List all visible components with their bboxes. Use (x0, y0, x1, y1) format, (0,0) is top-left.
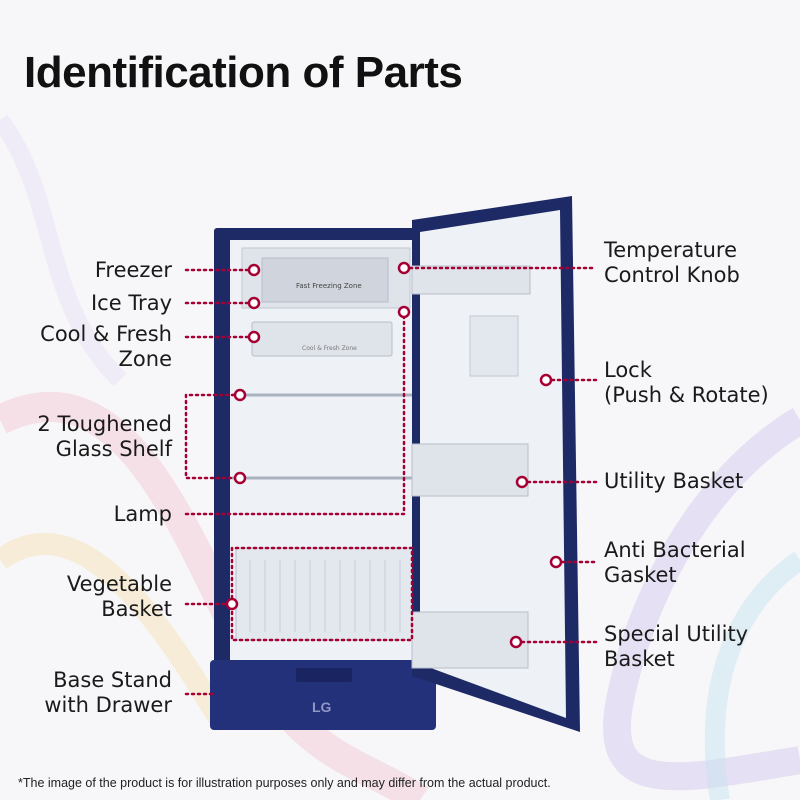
disclaimer: *The image of the product is for illustr… (18, 776, 551, 790)
freezer-marker (247, 263, 261, 277)
cool-fresh-zone-text: Cool & Fresh Zone (302, 345, 357, 352)
label-utility-basket: Utility Basket (604, 469, 744, 493)
page-title: Identification of Parts (24, 48, 463, 97)
door-basket-bottom (411, 611, 529, 669)
label-base-stand: Base Stand with Drawer (44, 668, 172, 717)
label-lamp: Lamp (113, 502, 172, 526)
ice-tray-marker (247, 296, 261, 310)
door-basket-middle (411, 443, 529, 497)
vegetable-basket-marker (225, 597, 239, 611)
lamp-marker (397, 305, 411, 319)
label-lock: Lock (Push & Rotate) (604, 358, 769, 407)
label-freezer: Freezer (94, 258, 172, 282)
special-utility-marker (509, 635, 523, 649)
lamp-leader (184, 310, 406, 516)
utility-basket-marker (515, 475, 529, 489)
label-glass-shelf: 2 Toughened Glass Shelf (37, 412, 172, 461)
label-temperature-knob: Temperature Control Knob (604, 238, 740, 287)
water-dispenser-panel (469, 315, 519, 377)
lock-marker (539, 373, 553, 387)
label-cool-fresh-zone: Cool & Fresh Zone (40, 322, 172, 371)
glass-shelf-marker-1 (233, 388, 247, 402)
label-special-utility-basket: Special Utility Basket (604, 622, 749, 671)
label-ice-tray: Ice Tray (90, 291, 172, 315)
anti-bacterial-marker (549, 555, 563, 569)
temperature-knob-marker (397, 261, 411, 275)
cool-fresh-marker (247, 330, 261, 344)
label-anti-bacterial-gasket: Anti Bacterial Gasket (604, 538, 746, 587)
vegetable-basket-leader (184, 546, 414, 642)
brand-logo: LG (312, 699, 332, 715)
label-vegetable-basket: Vegetable Basket (66, 572, 172, 621)
door-basket-top (411, 265, 531, 295)
base-stand (210, 660, 436, 730)
fast-freezing-zone-text: Fast Freezing Zone (296, 282, 362, 290)
glass-shelf-leader (184, 393, 242, 480)
glass-shelf-marker-2 (233, 471, 247, 485)
